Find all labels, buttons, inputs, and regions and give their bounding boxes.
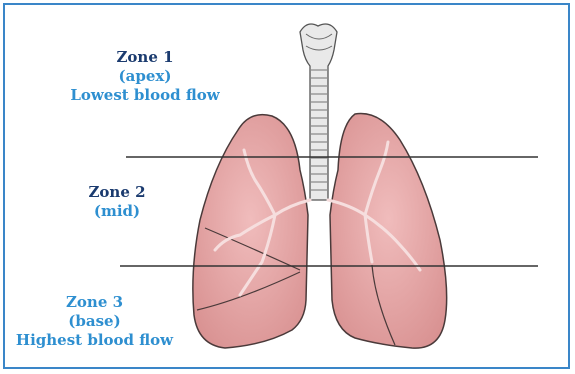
trachea xyxy=(300,24,337,200)
zone-2-label: Zone 2 (mid) xyxy=(62,183,172,221)
zone-1-label: Zone 1 (apex) Lowest blood flow xyxy=(55,48,235,105)
zone-3-position: (base) xyxy=(2,312,187,331)
zone-3-title: Zone 3 xyxy=(2,293,187,312)
zone-2-position: (mid) xyxy=(62,202,172,221)
right-lung xyxy=(328,114,447,349)
zone-3-flow: Highest blood flow xyxy=(2,331,187,350)
left-lung xyxy=(193,115,310,348)
zone-1-position: (apex) xyxy=(55,67,235,86)
zone-2-title: Zone 2 xyxy=(62,183,172,202)
zone-3-label: Zone 3 (base) Highest blood flow xyxy=(2,293,187,350)
zone-1-flow: Lowest blood flow xyxy=(55,86,235,105)
zone-1-title: Zone 1 xyxy=(55,48,235,67)
